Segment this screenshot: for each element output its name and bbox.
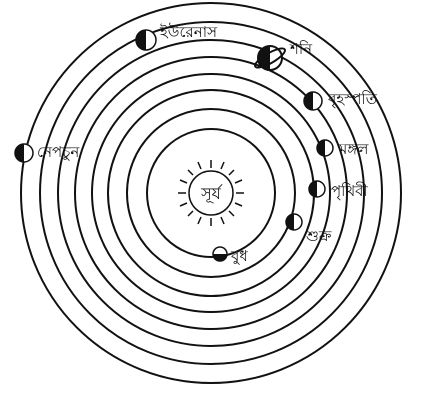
planet-label-mars: মঙ্গল — [338, 140, 369, 158]
planet-label-earth: পৃথিবী — [331, 182, 369, 201]
sun: সূর্য — [178, 160, 244, 226]
planet-venus — [286, 214, 302, 230]
planet-label-saturn: শনি — [289, 40, 313, 58]
sun-label: সূর্য — [200, 184, 223, 204]
planet-label-jupiter: বৃহস্পতি — [327, 90, 378, 109]
planet-neptune — [15, 144, 33, 162]
planet-saturn — [253, 45, 287, 71]
planet-label-neptune: নেপচুন — [37, 143, 80, 161]
planet-mars — [317, 140, 333, 156]
planet-jupiter — [304, 92, 322, 110]
planet-label-mercury: বুধ — [230, 247, 248, 265]
planet-earth — [309, 181, 325, 197]
planet-uranus — [136, 30, 156, 50]
planet-label-uranus: ইউরেনাস — [159, 23, 218, 41]
planet-label-venus: শুক্র — [305, 227, 332, 245]
planet-mercury — [213, 247, 227, 262]
